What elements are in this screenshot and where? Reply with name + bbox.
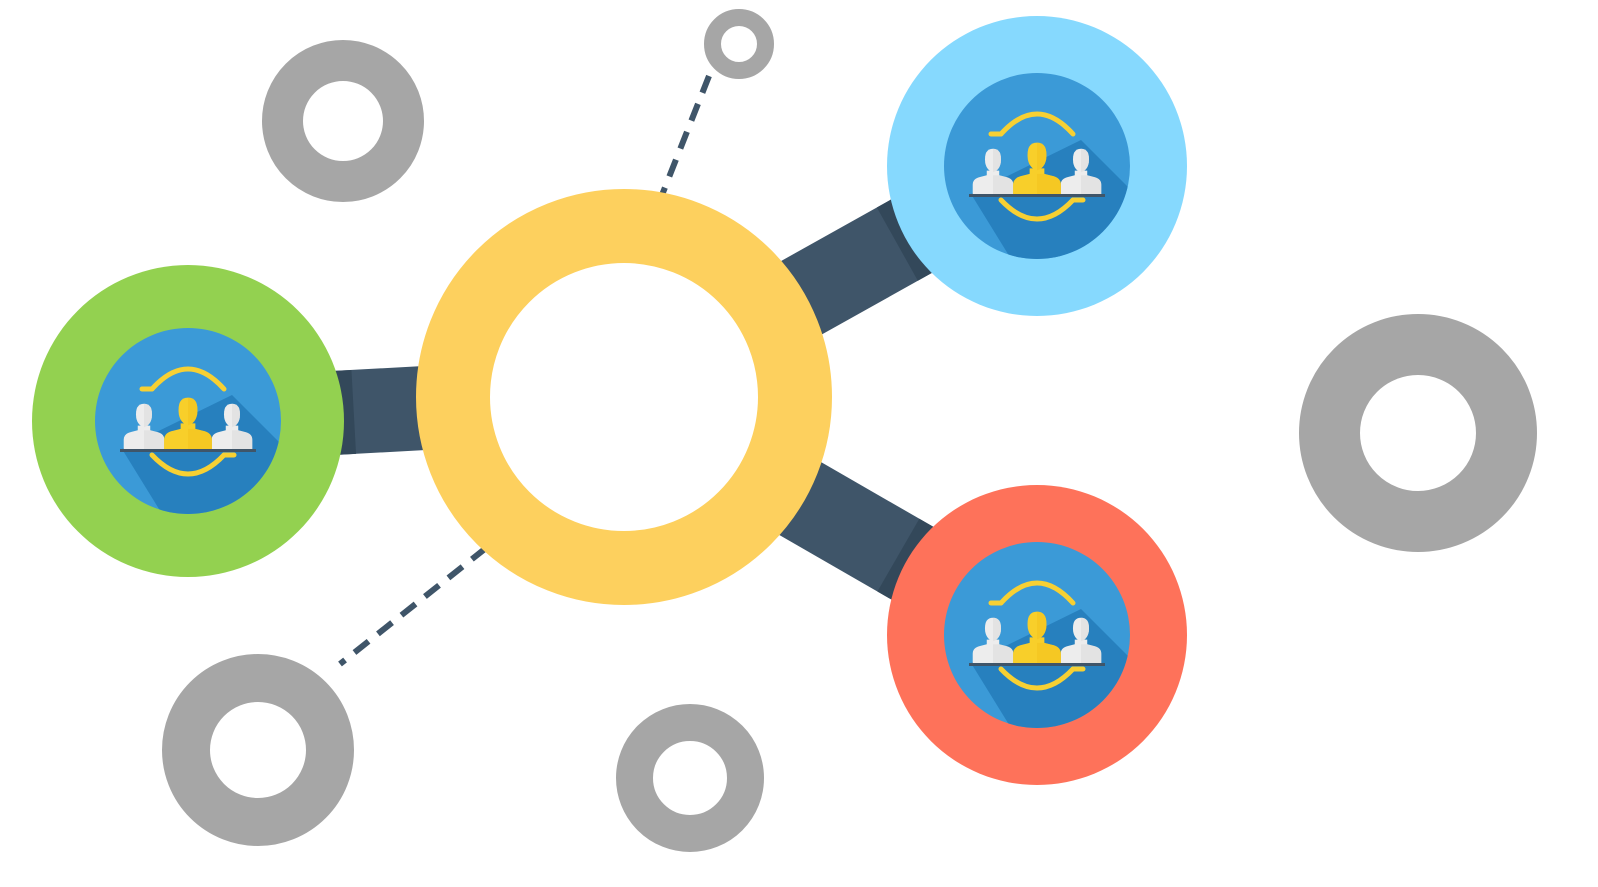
- person-shade: [144, 403, 165, 449]
- person-right-icon: [1060, 617, 1102, 663]
- arrow-arc-top: [998, 580, 1076, 606]
- person-left-icon: [123, 403, 165, 449]
- team-baseline: [120, 449, 256, 452]
- person-shade: [188, 397, 212, 451]
- person-shade: [1037, 142, 1061, 196]
- arrow-arc-top: [149, 366, 227, 392]
- team-baseline: [969, 194, 1105, 197]
- person-shade: [993, 148, 1014, 194]
- person-shade: [1081, 148, 1102, 194]
- arrow-arc-bottom: [149, 452, 227, 477]
- person-right-icon: [1060, 148, 1102, 194]
- exchange-arrows-icon: [988, 111, 1086, 222]
- nodes-layer: [32, 9, 1537, 852]
- team-people-icon: [969, 142, 1105, 197]
- person-center-icon: [1013, 142, 1061, 196]
- team-people-icon: [120, 397, 256, 452]
- person-center-icon: [1013, 611, 1061, 665]
- person-right-icon: [211, 403, 253, 449]
- team-baseline: [969, 663, 1105, 666]
- person-left-icon: [972, 617, 1014, 663]
- person-shade: [1037, 611, 1061, 665]
- central-hub-ring: [416, 189, 832, 605]
- empty-ring-top-small-dashed-link: [659, 74, 712, 197]
- person-left-icon: [972, 148, 1014, 194]
- person-center-icon: [164, 397, 212, 451]
- arrow-arc-bottom: [998, 666, 1076, 691]
- empty-ring-bottom-middle: [616, 704, 764, 852]
- empty-ring-top-small: [704, 9, 774, 79]
- arrow-arc-top: [998, 111, 1076, 137]
- person-shade: [1081, 617, 1102, 663]
- empty-ring-bottom-left-dashed-link: [338, 545, 488, 667]
- empty-ring-right: [1299, 314, 1537, 552]
- person-shade: [993, 617, 1014, 663]
- empty-ring-bottom-left: [162, 654, 354, 846]
- arrow-arc-bottom: [998, 197, 1076, 222]
- empty-ring-top-left: [262, 40, 424, 202]
- exchange-arrows-icon: [139, 366, 237, 477]
- person-shade: [232, 403, 253, 449]
- exchange-arrows-icon: [988, 580, 1086, 691]
- team-people-icon: [969, 611, 1105, 666]
